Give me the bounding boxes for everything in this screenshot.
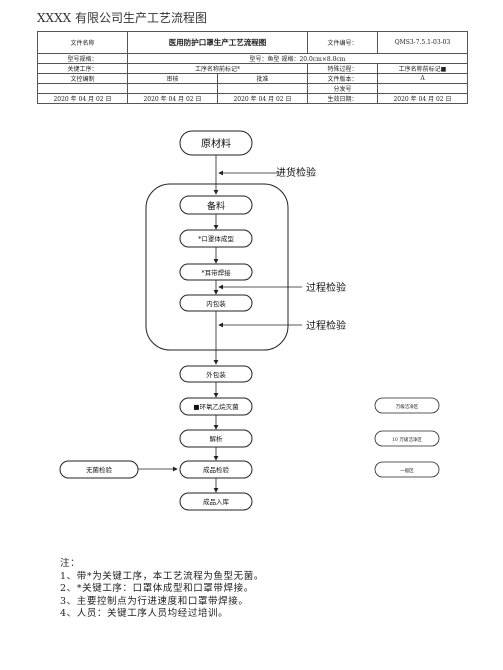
label-outer-packing: 外包装 — [206, 370, 226, 379]
label-prepare: 备料 — [207, 200, 225, 212]
label-sterilization: ■环氧乙烷灭菌 — [193, 402, 239, 411]
legend-general — [374, 461, 440, 478]
notes-item-4: 4、人员：关键工序人员均经过培训。 — [60, 608, 229, 619]
notes-item-2: 2、*关键工序：口罩体成型和口罩带焊接。 — [60, 583, 254, 594]
notes-item-1: 1、带*为关键工序，本工艺流程为鱼型无菌。 — [60, 570, 264, 582]
header-table: 文件名称 医用防护口罩生产工艺流程图 文件编号： QMS3-7.5.1-03-0… — [37, 31, 468, 104]
node-prepare — [179, 195, 253, 215]
label-process-inspection-1: 过程检验 — [306, 281, 346, 294]
notes-item-3: 3、主要控制点为行进速度和口罩带焊接。 — [60, 595, 249, 607]
notes-heading: 注： — [60, 558, 81, 569]
label-legend-general: 一般区 — [400, 467, 414, 474]
label-ear-welding: *耳带焊接 — [201, 268, 231, 277]
label-desorption: 解析 — [210, 434, 224, 443]
node-warehousing — [179, 492, 253, 511]
node-inner-packing — [179, 294, 253, 312]
node-outer-packing — [179, 365, 253, 383]
label-process-inspection-2: 过程检验 — [306, 319, 346, 332]
label-incoming-inspection: 进货检验 — [276, 166, 316, 179]
node-mask-forming — [179, 229, 253, 248]
label-mask-forming: *口罩体成型 — [198, 234, 234, 243]
document-title: XXXX 有限公司生产工艺流程图 — [37, 11, 207, 25]
label-legend-clean-100k: 10 万级洁净区 — [392, 436, 422, 443]
label-product-inspection: 成品检验 — [203, 465, 230, 474]
node-ear-welding — [179, 263, 253, 281]
notes-section: 注： 1、带*为关键工序，本工艺流程为鱼型无菌。 2、*关键工序：口罩体成型和口… — [60, 558, 264, 621]
node-raw-material — [179, 130, 253, 156]
node-product-inspection — [179, 460, 253, 479]
legend-clean-10k — [374, 397, 440, 414]
legend-clean-100k — [374, 430, 440, 447]
node-sterile-inspection — [59, 460, 139, 479]
label-sterile-inspection: 无菌检验 — [86, 465, 113, 474]
node-sterilization — [179, 397, 253, 416]
label-warehousing: 成品入库 — [203, 497, 230, 506]
label-raw-material: 原材料 — [201, 137, 231, 150]
label-inner-packing: 内包装 — [206, 299, 226, 308]
clean-area-frame — [145, 183, 289, 351]
label-legend-clean-10k: 万级洁净区 — [396, 403, 419, 410]
node-desorption — [179, 429, 253, 448]
effective-value: 2020 年 04 月 02 日 — [377, 93, 468, 104]
